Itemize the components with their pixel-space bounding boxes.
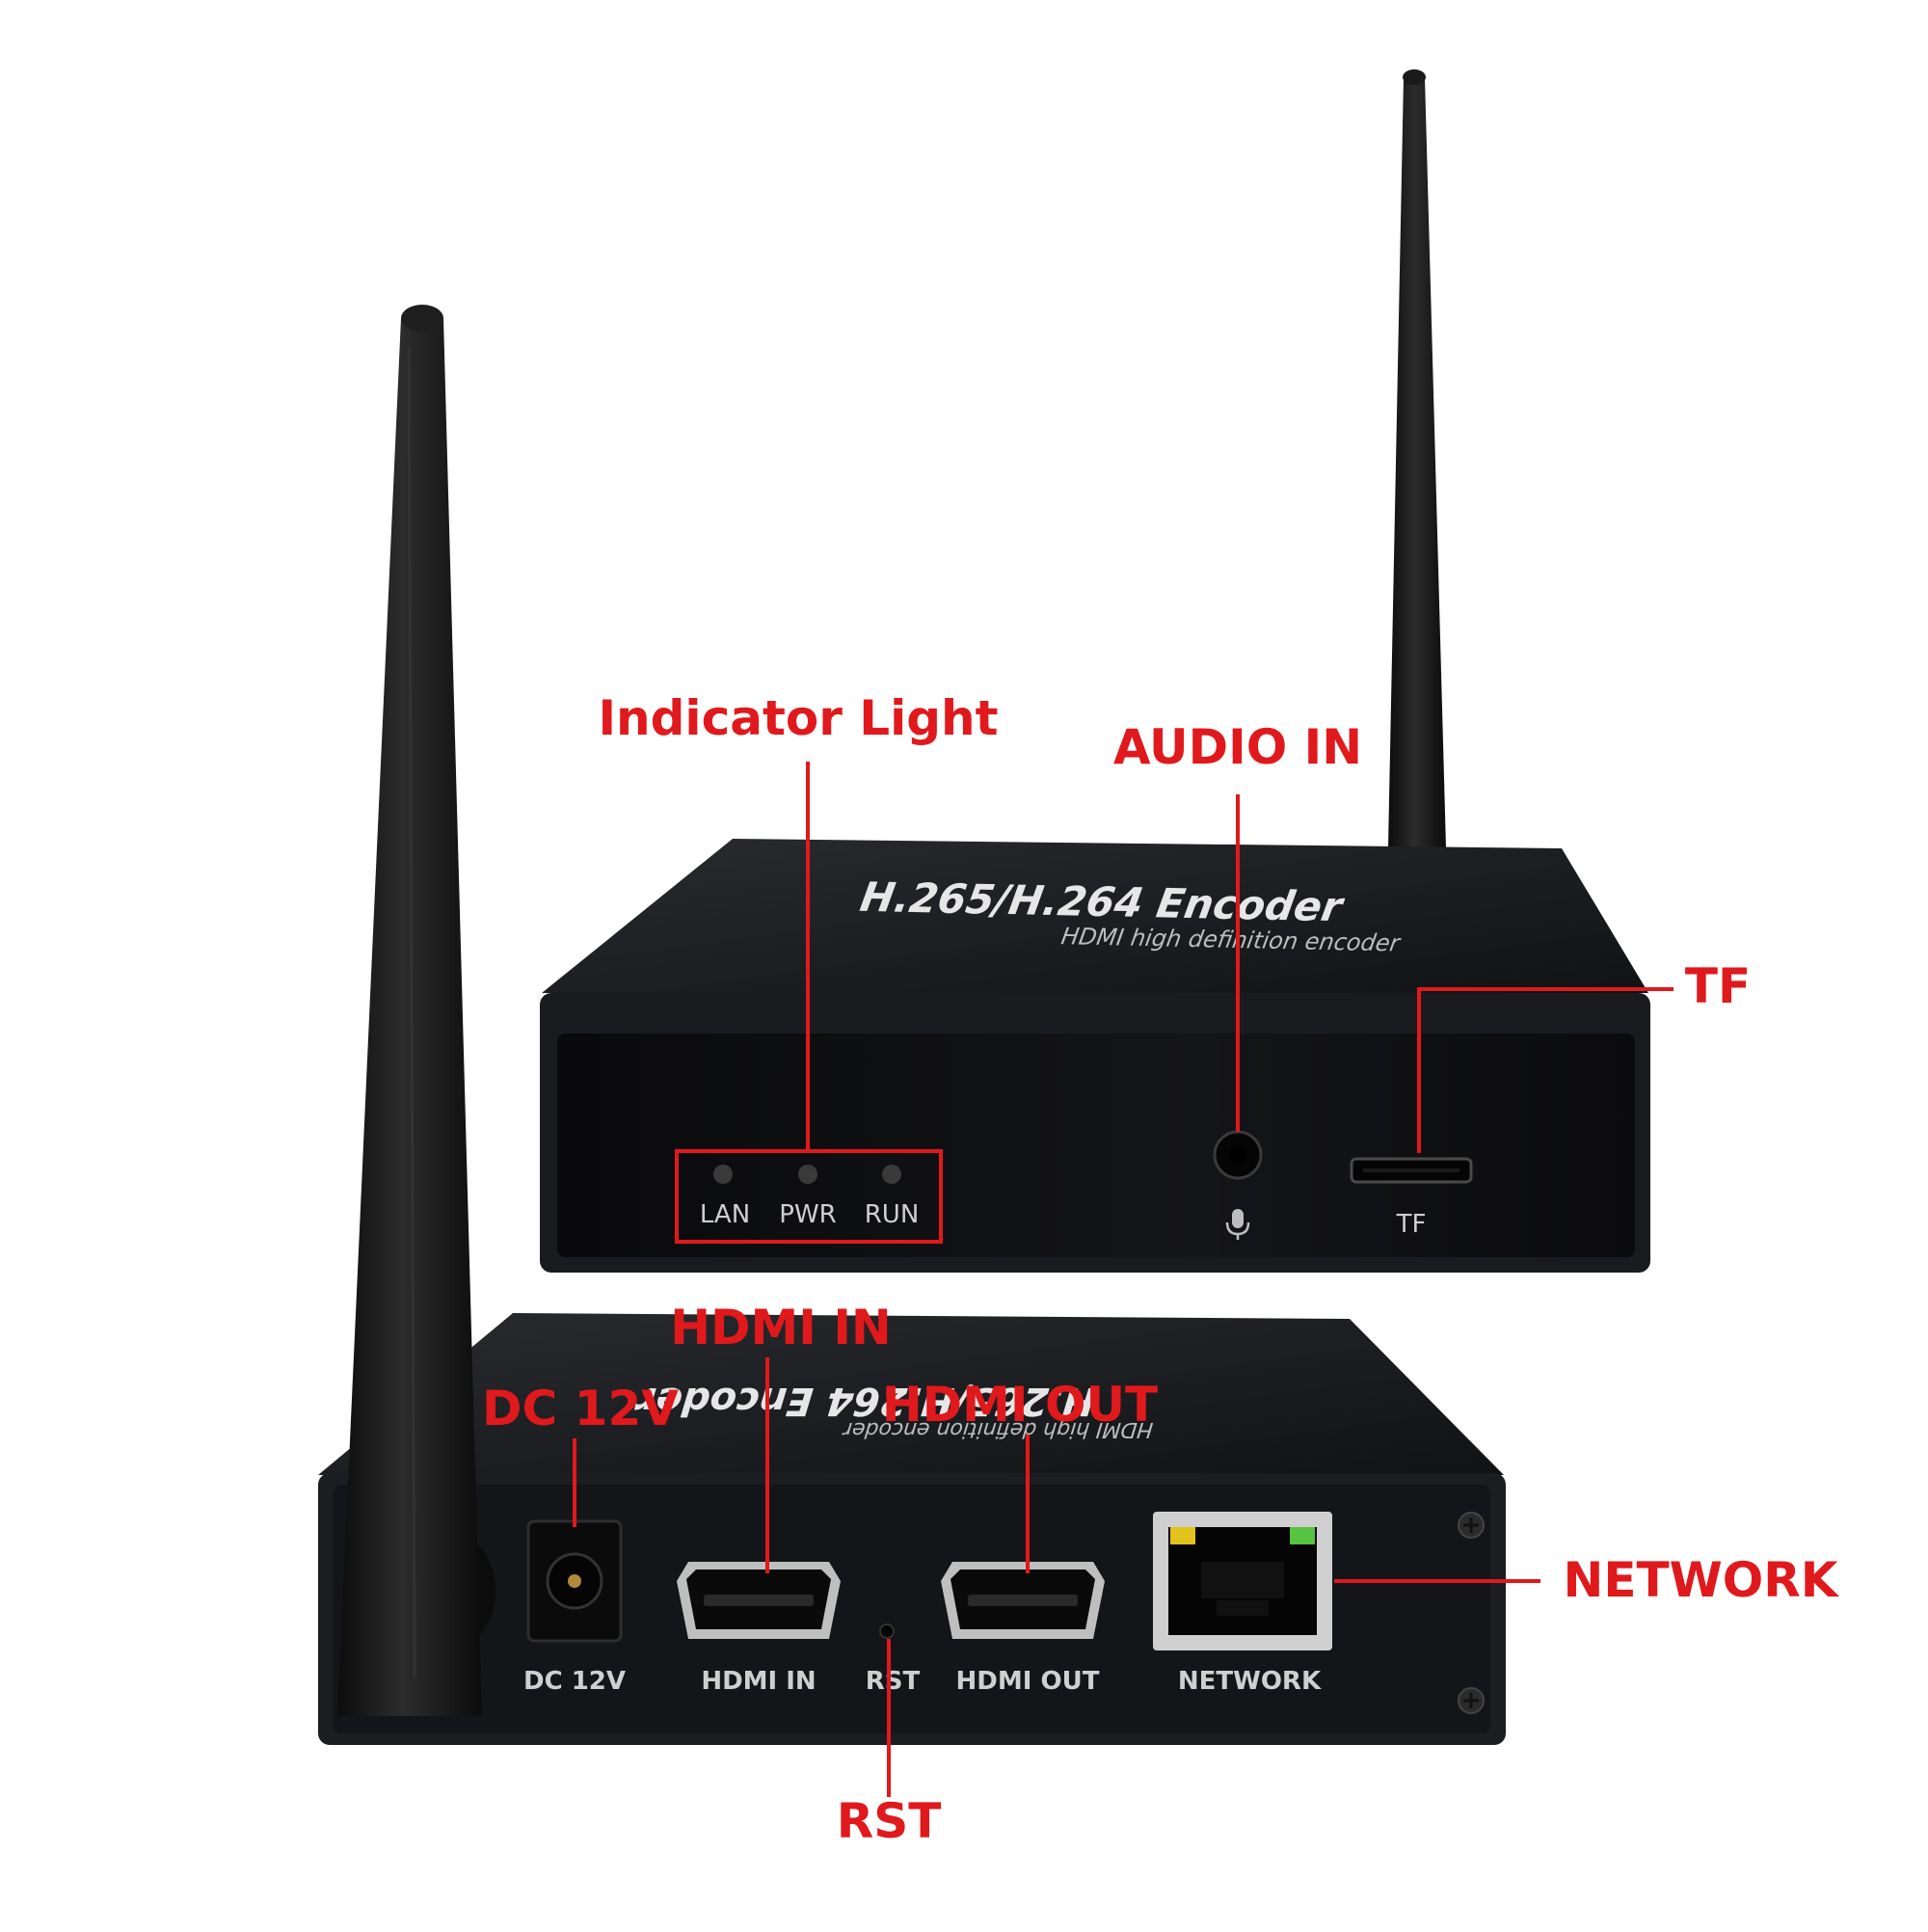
callout-network: NETWORK (1563, 1552, 1839, 1608)
bottom-lid-subtitle: HDMI high definition encoder (841, 1417, 1155, 1441)
callout-line-tf (1417, 987, 1674, 1153)
rj45-led-green-icon (1290, 1527, 1315, 1544)
top-encoder-unit: H.265/H.264 Encoder HDMI high definition… (540, 69, 1650, 1273)
callout-hdmi-in: HDMI IN (670, 1300, 892, 1355)
indicator-leds: LAN PWR RUN (700, 1165, 919, 1229)
dc-power-jack (526, 1519, 623, 1643)
hdmi-out-port (941, 1562, 1105, 1639)
callout-rst: RST (837, 1793, 942, 1849)
led-run-icon (882, 1165, 901, 1184)
bottom-lid-title: H.265/H.264 Encoder (632, 1379, 1097, 1423)
callout-box-indicator (675, 1149, 943, 1244)
led-pwr-icon (798, 1165, 817, 1184)
network-port-label: NETWORK (1178, 1667, 1322, 1696)
top-unit-lid (542, 839, 1648, 993)
hdmi-in-port-label: HDMI IN (701, 1667, 816, 1696)
led-label-run: RUN (865, 1200, 920, 1229)
dc-port-label: DC 12V (523, 1667, 626, 1696)
rst-port-label: RST (866, 1667, 921, 1696)
callout-tf: TF (1685, 958, 1751, 1014)
microphone-icon (1225, 1209, 1250, 1240)
audio-jack (1213, 1130, 1263, 1180)
bottom-encoder-unit: H.265/H.264 Encoder HDMI high definition… (318, 305, 1506, 1745)
led-label-lan: LAN (700, 1200, 750, 1229)
tf-slot-label: TF (1396, 1210, 1427, 1239)
screw-icon (1458, 1512, 1485, 1539)
callout-audio-in: AUDIO IN (1113, 719, 1362, 775)
tf-card-slot (1350, 1157, 1473, 1184)
top-antenna (1388, 69, 1446, 848)
hdmi-in-port (677, 1562, 841, 1639)
callouts: Indicator Light AUDIO IN TF HDMI IN DC 1… (482, 690, 1840, 1849)
rj45-network-port (1153, 1512, 1332, 1650)
top-unit-front-panel (557, 1033, 1635, 1257)
top-lid-title: H.265/H.264 Encoder (857, 873, 1348, 930)
callout-hdmi-out: HDMI OUT (882, 1377, 1158, 1433)
screw-icon (1458, 1687, 1485, 1714)
led-lan-icon (713, 1165, 733, 1184)
led-label-pwr: PWR (779, 1200, 836, 1229)
bottom-unit-lid (318, 1313, 1504, 1475)
hdmi-out-port-label: HDMI OUT (956, 1667, 1100, 1696)
callout-dc-12v: DC 12V (482, 1381, 679, 1436)
rj45-led-yellow-icon (1170, 1527, 1195, 1544)
bottom-antenna (337, 305, 482, 1716)
reset-pinhole (879, 1623, 895, 1639)
callout-indicator-light: Indicator Light (598, 690, 998, 746)
